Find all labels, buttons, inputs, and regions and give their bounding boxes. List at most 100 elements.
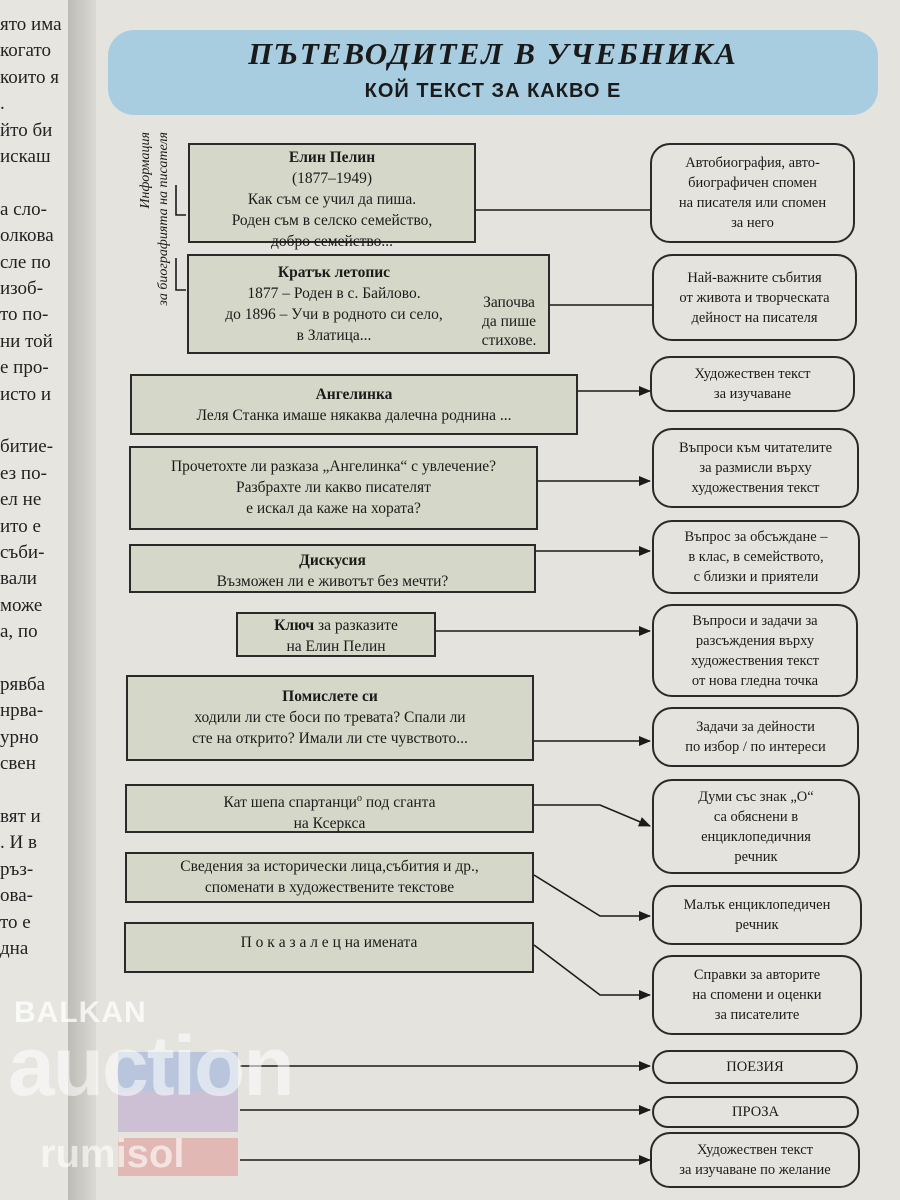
key-line2: на Елин Пелин <box>286 638 386 655</box>
questions-line2: Разбрахте ли какво писателят <box>236 479 431 496</box>
left-page-line: сле по <box>0 251 51 273</box>
sparta-line1b: под сганта <box>361 794 436 812</box>
rbox-line: Справки за авторите <box>693 967 821 983</box>
rbox-prose: ПРОЗА <box>652 1096 859 1128</box>
left-page-line: рявба <box>0 674 46 695</box>
header-banner: ПЪТЕВОДИТЕЛ В УЧЕБНИКА КОЙ ТЕКСТ ЗА КАКВ… <box>108 30 878 115</box>
box-key: Ключ за разказите на Елин Пелин <box>236 612 436 657</box>
letopis-line1: 1877 – Роден в с. Байлово. <box>247 285 421 302</box>
left-page-line: битие- <box>0 436 54 458</box>
box-questions: Прочетохте ли разказа „Ангелинка“ с увле… <box>129 446 538 530</box>
left-page-line: ръз- <box>0 858 34 880</box>
rbox-line: по избор / по интереси <box>685 739 826 755</box>
watermark-auction: auction <box>8 1019 295 1113</box>
rbox-line: разсъждения върху <box>695 632 815 649</box>
index-line1: П о к а з а л е ц на имената <box>240 934 418 951</box>
questions-line1: Прочетохте ли разказа „Ангелинка“ с увле… <box>170 458 497 475</box>
left-page-line: когато <box>0 40 52 62</box>
rbox-line: с близки и приятели <box>693 569 819 585</box>
rbox-discussion-question: Въпрос за обсъждане – в клас, в семейство… <box>652 520 860 594</box>
rbox-line: дейност на писателя <box>691 309 818 326</box>
rbox-line: от нова гледна точка <box>691 672 819 689</box>
left-page-line: а сло- <box>0 198 47 220</box>
letopis-side2: да пише <box>481 313 537 330</box>
rbox-line: в клас, в семейството, <box>688 549 824 565</box>
pelin-line3: добро семейство... <box>270 233 394 250</box>
rbox-line: за него <box>731 215 774 231</box>
left-page-line: ято има <box>0 14 62 35</box>
rbox-line: речник <box>735 917 779 933</box>
left-page-line: дна <box>0 938 29 959</box>
rbox-line: Художествен текст <box>694 366 811 382</box>
arrow-info <box>533 874 651 921</box>
letopis-side1: Започва <box>483 294 535 311</box>
rbox-line: Думи със знак „О“ <box>698 788 814 805</box>
left-page-line: които я <box>0 66 59 88</box>
rbox-glossary-words: Думи със знак „О“ са обяснени в енциклопед… <box>652 779 860 874</box>
box-index: П о к а з а л е ц на имената <box>124 922 534 973</box>
sparta-line1: Кат шепа спартанци <box>223 794 357 812</box>
info-line2: споменати в художествените текстове <box>204 879 455 896</box>
pelin-line1: Как съм се учил да пиша. <box>247 191 417 208</box>
left-page-line: исто и <box>0 383 52 405</box>
box-think: Помислете си ходили ли сте боси по трева… <box>126 675 534 761</box>
rbox-poetry: ПОЕЗИЯ <box>652 1050 858 1084</box>
key-bold: Ключ <box>274 617 315 634</box>
box-discussion: Дискусия Възможен ли е животът без мечти… <box>129 544 536 593</box>
discussion-title: Дискусия <box>299 552 366 569</box>
left-page-line: ни той <box>0 330 53 352</box>
rbox-line: енциклопедичния <box>701 828 811 845</box>
watermark-bar-violet <box>118 1092 238 1132</box>
left-page-line: вят и <box>0 806 41 827</box>
box-elin-pelin: Елин Пелин (1877–1949) Как съм се учил д… <box>188 143 476 250</box>
left-page-line: то е <box>0 911 31 933</box>
watermark-balkan: BALKAN <box>14 996 147 1029</box>
rbox-line: Художествен текст <box>696 1142 813 1158</box>
left-page-line: може <box>0 594 43 616</box>
box-angelinka: Ангелинка Леля Станка имаше някаква дале… <box>130 374 578 435</box>
rbox-line: Въпрос за обсъждане – <box>684 529 828 545</box>
think-line1: ходили ли сте боси по тревата? Спали ли <box>194 709 466 726</box>
watermark-rumisol: rumisol <box>40 1132 185 1176</box>
pelin-title: Елин Пелин <box>288 149 376 166</box>
left-page-line: вали <box>0 568 37 590</box>
left-page-line: искаш <box>0 146 51 167</box>
page-title: ПЪТЕВОДИТЕЛ В УЧЕБНИКА <box>248 36 738 71</box>
rbox-line: за изучаване по желание <box>679 1162 831 1178</box>
think-line2: сте на открито? Имали ли сте чувството..… <box>192 730 468 747</box>
pelin-years: (1877–1949) <box>291 170 373 187</box>
left-page-line: ова- <box>0 885 33 907</box>
box-letopis: Кратък летопис 1877 – Роден в с. Байлово… <box>187 254 550 354</box>
letopis-side3: стихове. <box>481 332 537 349</box>
box-info: Сведения за исторически лица,събития и д… <box>125 852 534 903</box>
rbox-line: са обяснени в <box>713 808 799 825</box>
rbox-line: художествения текст <box>691 652 819 669</box>
box-sparta: Кат шепа спартанцио под сганта на Ксеркс… <box>125 784 534 833</box>
rbox-line: на спомени и оценки <box>692 987 822 1003</box>
left-page-line: свен <box>0 753 36 775</box>
left-page-line: урно <box>0 726 39 748</box>
rbox-line: Най-важните събития <box>687 269 822 286</box>
left-page-line: а, по <box>0 621 38 643</box>
letopis-line3: в Златица... <box>296 327 372 344</box>
pelin-line2: Роден съм в селско семейство, <box>231 212 433 229</box>
left-page-line: съби- <box>0 542 45 563</box>
rbox-line: речник <box>734 848 778 865</box>
watermark-bar-red <box>118 1138 238 1176</box>
rbox-line: Малък енциклопедичен <box>683 897 831 913</box>
rbox-line: биографичен спомен <box>688 175 817 191</box>
rbox-encyclopedia: Малък енциклопедичен речник <box>652 885 862 945</box>
left-page-line: . <box>0 93 5 115</box>
left-page-line: нрва- <box>0 700 44 722</box>
sparta-sup: о <box>356 793 362 804</box>
letopis-title: Кратък летопис <box>277 264 391 281</box>
sparta-line2: на Ксеркса <box>293 815 366 833</box>
left-page-line: то по- <box>0 304 49 326</box>
